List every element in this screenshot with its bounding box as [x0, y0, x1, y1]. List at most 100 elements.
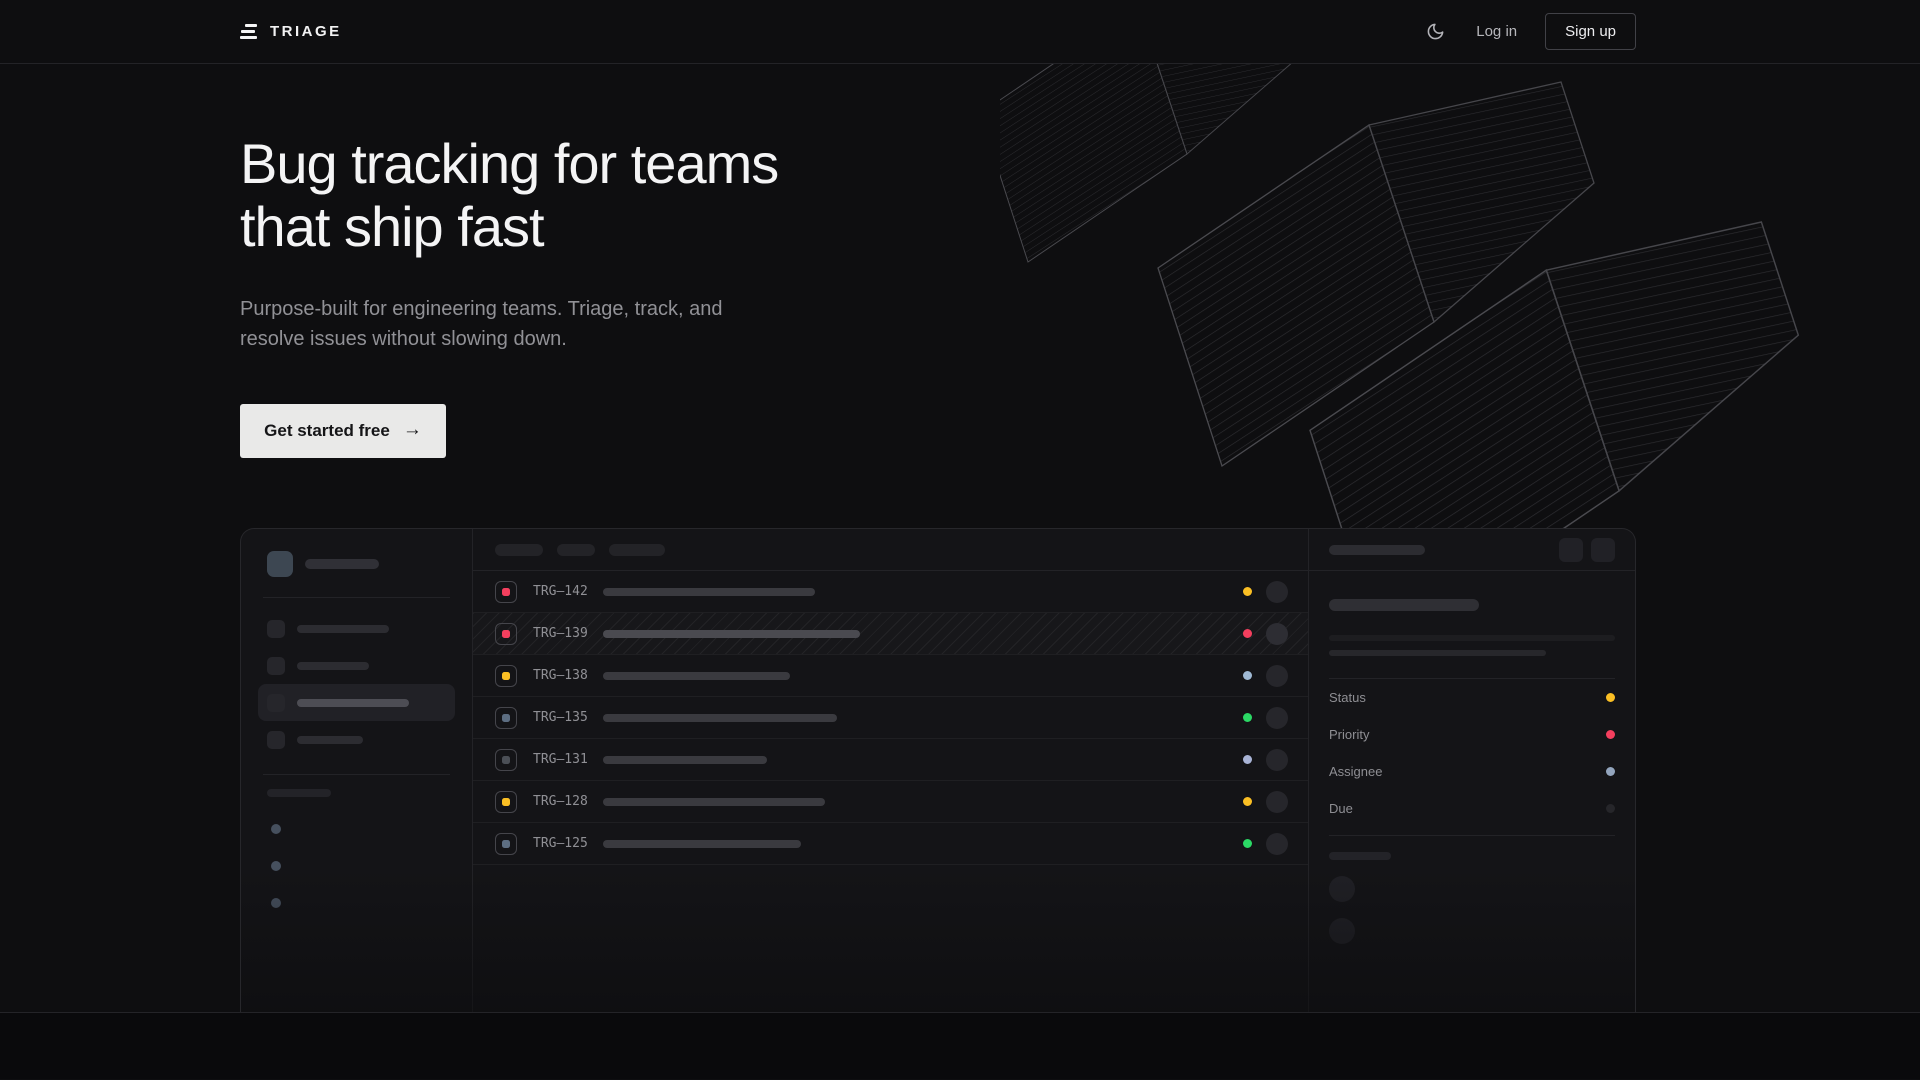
detail-field-label: Priority [1329, 727, 1370, 742]
workspace-icon [267, 551, 293, 577]
arrow-right-icon: → [402, 419, 422, 440]
hero-subtitle: Purpose-built for engineering teams. Tri… [240, 298, 723, 350]
issue-row: TRG–125 [473, 823, 1308, 865]
issue-priority-icon [495, 790, 517, 813]
toolbar-filter-placeholder [557, 543, 595, 556]
issue-priority-icon [495, 580, 517, 603]
sidebar-item-label-placeholder [297, 735, 363, 744]
detail-action-button [1591, 537, 1615, 562]
sidebar-nav-item [258, 684, 455, 721]
issue-status-dot [1243, 587, 1252, 596]
issue-title-placeholder [603, 587, 815, 596]
sidebar-item-icon [267, 693, 285, 712]
issue-id: TRG–142 [533, 584, 588, 599]
detail-field-value-dot [1606, 767, 1615, 776]
issue-assignee-avatar [1266, 832, 1288, 855]
priority-dot [502, 713, 510, 722]
detail-field-label: Due [1329, 801, 1353, 816]
issue-assignee-avatar [1266, 748, 1288, 771]
issue-assignee-avatar [1266, 622, 1288, 645]
moon-icon [1427, 23, 1444, 40]
issue-assignee-avatar [1266, 580, 1288, 603]
sidebar-nav-item [258, 610, 455, 647]
hero-title: Bug tracking for teams that ship fast [240, 132, 779, 258]
issue-status-dot [1243, 839, 1252, 848]
issue-title-placeholder [1329, 599, 1479, 611]
sidebar-nav-item [258, 721, 455, 758]
issue-title-placeholder [603, 755, 767, 764]
brand-name: TRIAGE [270, 23, 342, 40]
signup-button[interactable]: Sign up [1545, 13, 1636, 50]
issue-id: TRG–139 [533, 626, 588, 641]
issue-row: TRG–138 [473, 655, 1308, 697]
issue-title-placeholder [603, 629, 860, 638]
sidebar-item-icon [267, 656, 285, 675]
issue-assignee-avatar [1266, 790, 1288, 813]
issue-list-toolbar [473, 529, 1308, 571]
issue-assignee-avatar [1266, 664, 1288, 687]
issue-status-dot [1243, 671, 1252, 680]
issue-priority-icon [495, 622, 517, 645]
get-started-button[interactable]: Get started free → [240, 404, 446, 458]
activity-avatar [1329, 876, 1355, 902]
detail-field-value-dot [1606, 804, 1615, 813]
issue-title-placeholder [603, 713, 837, 722]
issue-priority-icon [495, 748, 517, 771]
issue-id: TRG–131 [533, 752, 588, 767]
issue-assignee-avatar [1266, 706, 1288, 729]
workspace-name-placeholder [305, 559, 379, 569]
priority-dot [502, 629, 510, 638]
priority-dot [502, 587, 510, 596]
detail-panel-header [1309, 529, 1635, 571]
issue-status-dot [1243, 713, 1252, 722]
issue-status-dot [1243, 755, 1252, 764]
description-line-placeholder [1329, 650, 1547, 656]
sidebar-item-label-placeholder [297, 698, 409, 707]
top-nav: TRIAGE Log in Sign up [0, 0, 1920, 64]
priority-dot [502, 839, 510, 848]
issue-row: TRG–135 [473, 697, 1308, 739]
detail-field-row: Priority [1329, 716, 1615, 753]
issue-id: TRG–135 [533, 710, 588, 725]
detail-field-label: Assignee [1329, 764, 1383, 779]
detail-title-placeholder [1329, 544, 1425, 555]
issue-title-placeholder [603, 671, 790, 680]
issue-priority-icon [495, 706, 517, 729]
mockup-workspace-switcher [267, 551, 446, 577]
sidebar-avatar-dot [271, 861, 281, 871]
issue-id: TRG–138 [533, 668, 588, 683]
triage-logo-icon [240, 24, 258, 39]
issue-id: TRG–125 [533, 836, 588, 851]
mockup-sidebar [241, 529, 473, 1012]
issue-priority-icon [495, 832, 517, 855]
theme-toggle-button[interactable] [1418, 15, 1452, 49]
login-link[interactable]: Log in [1476, 23, 1518, 40]
issue-row: TRG–131 [473, 739, 1308, 781]
issue-priority-icon [495, 664, 517, 687]
sidebar-avatar-dot [271, 824, 281, 834]
detail-field-row: Status [1329, 679, 1615, 716]
issue-title-placeholder [603, 797, 825, 806]
detail-field-row: Assignee [1329, 753, 1615, 790]
activity-avatar [1329, 918, 1355, 944]
description-line-placeholder [1329, 635, 1615, 641]
issue-id: TRG–128 [533, 794, 588, 809]
issue-status-dot [1243, 797, 1252, 806]
section-label-placeholder [267, 789, 331, 797]
priority-dot [502, 755, 510, 764]
detail-field-label: Status [1329, 690, 1366, 705]
issue-title-placeholder [603, 839, 801, 848]
brand[interactable]: TRIAGE [240, 23, 342, 40]
toolbar-filter-placeholder [495, 543, 543, 556]
priority-dot [502, 671, 510, 680]
sidebar-item-icon [267, 730, 285, 749]
issue-row: TRG–142 [473, 571, 1308, 613]
page-footer [0, 1013, 1920, 1079]
issue-row: TRG–139 [473, 613, 1308, 655]
detail-field-value-dot [1606, 693, 1615, 702]
issue-status-dot [1243, 629, 1252, 638]
issue-row: TRG–128 [473, 781, 1308, 823]
activity-label-placeholder [1329, 852, 1391, 860]
